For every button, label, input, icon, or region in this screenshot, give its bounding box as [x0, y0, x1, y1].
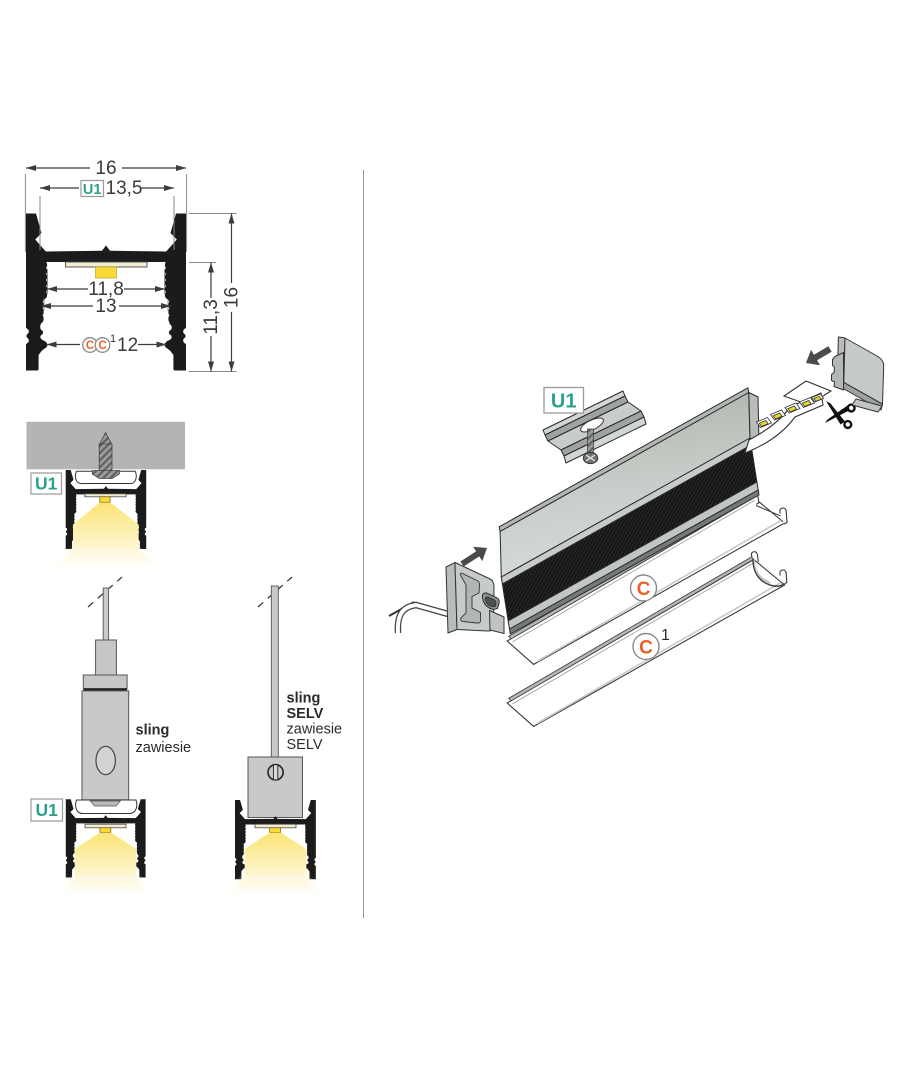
- svg-text:11,8: 11,8: [88, 279, 124, 300]
- svg-text:U1: U1: [551, 391, 577, 413]
- svg-text:16: 16: [95, 158, 116, 179]
- svg-text:zawiesie: zawiesie: [136, 740, 192, 756]
- svg-text:1: 1: [110, 333, 116, 345]
- svg-text:sling: sling: [287, 691, 321, 707]
- svg-text:C: C: [639, 638, 653, 659]
- svg-text:11,3: 11,3: [201, 299, 222, 335]
- svg-text:SELV: SELV: [287, 706, 324, 722]
- svg-text:U1: U1: [83, 182, 102, 198]
- svg-text:U1: U1: [35, 474, 58, 494]
- svg-text:C: C: [98, 340, 106, 352]
- svg-text:SELV: SELV: [287, 737, 323, 753]
- svg-text:C: C: [637, 579, 651, 600]
- svg-text:13: 13: [95, 296, 116, 317]
- svg-text:12: 12: [117, 335, 138, 356]
- svg-text:13,5: 13,5: [106, 178, 143, 199]
- svg-text:sling: sling: [136, 723, 170, 739]
- svg-text:zawiesie: zawiesie: [287, 722, 343, 738]
- svg-text:C: C: [86, 340, 94, 352]
- svg-text:16: 16: [222, 287, 243, 308]
- svg-text:1: 1: [661, 627, 670, 644]
- svg-text:U1: U1: [36, 800, 59, 820]
